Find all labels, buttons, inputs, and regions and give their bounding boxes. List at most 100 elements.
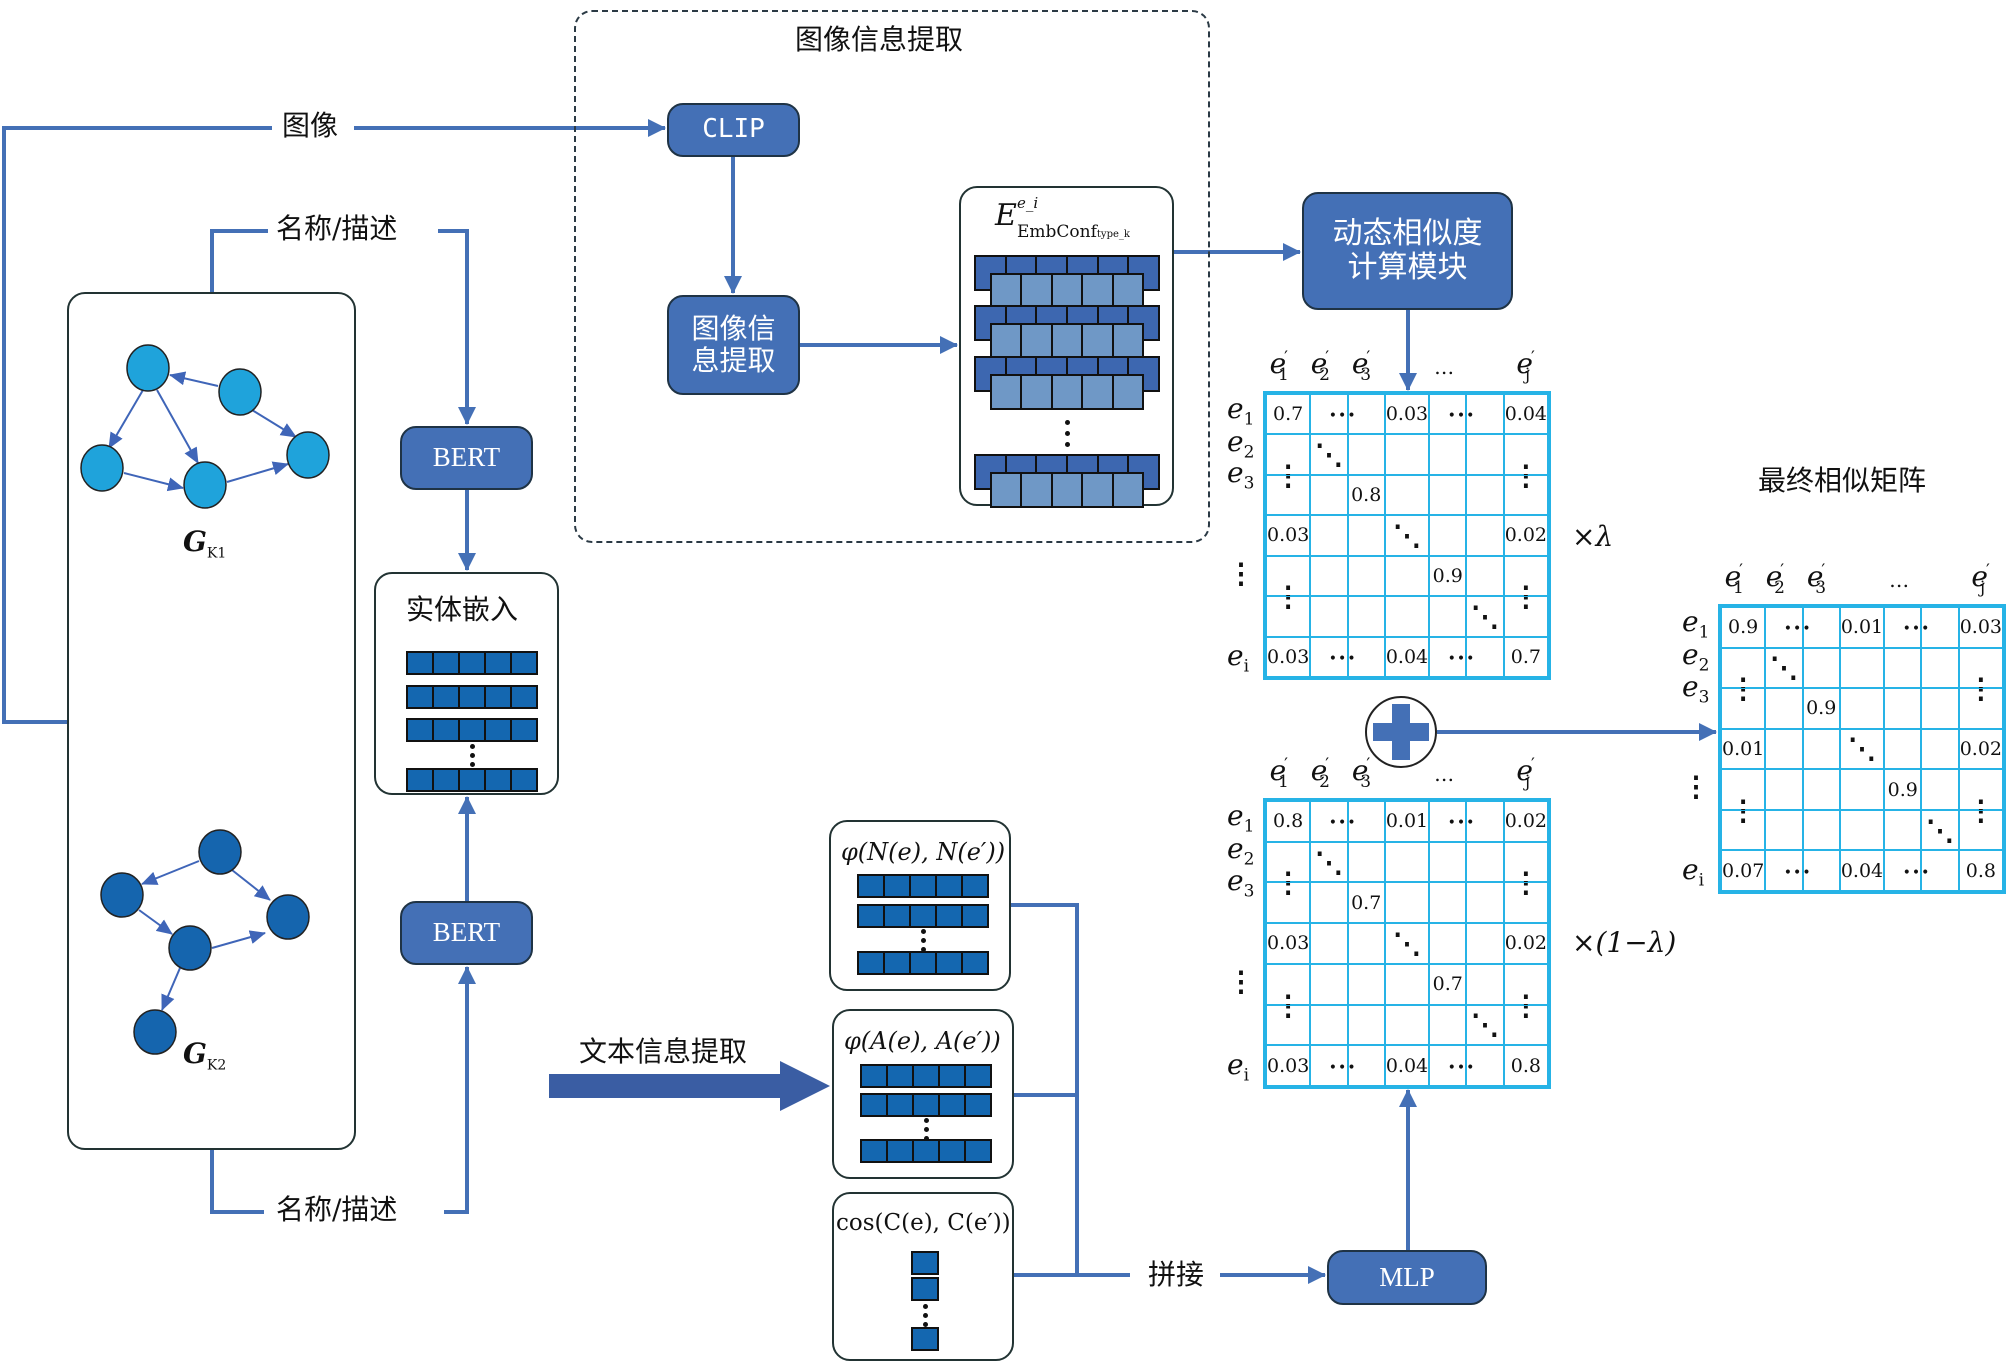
matrix-cell (1347, 1004, 1385, 1046)
entity-embedding-box: 实体嵌入 (374, 572, 559, 795)
matrix-cell (1347, 923, 1385, 964)
matrix-cell: 0.02 (1958, 728, 2003, 770)
matrix-cell (1921, 647, 1959, 689)
matrix-cell (1310, 555, 1348, 597)
matrix-cell (1266, 474, 1311, 516)
embedding-vector (406, 768, 538, 792)
matrix-cell (1802, 850, 1840, 891)
matrix-cell (1266, 1004, 1311, 1046)
matrix-cell: 0.04 (1384, 1045, 1430, 1086)
matrix-cell (1429, 841, 1467, 883)
matrix-cell (1429, 394, 1467, 435)
matrix-col-header: e′3 (1351, 754, 1372, 792)
knowledge-graph-box (67, 292, 356, 1150)
embedding-row (974, 305, 1160, 359)
feature-vector (857, 904, 989, 928)
matrix-cell (1765, 728, 1803, 770)
matrix-col-header: e′2 (1310, 347, 1330, 385)
matrix-col-header: … (1889, 568, 1910, 592)
matrix-row-header: e2 (1227, 424, 1255, 463)
matrix-cell (1958, 647, 2003, 689)
matrix-cell: 0.03 (1266, 923, 1311, 964)
matrix-cell (1765, 647, 1803, 689)
matrix-cell (1384, 434, 1430, 475)
matrix-cell (1429, 1004, 1467, 1046)
matrix-cell (1884, 647, 1922, 689)
graph-k1-edges (108, 371, 297, 492)
matrix-cell (1347, 841, 1385, 883)
name-desc-top-label: 名称/描述 (276, 212, 398, 245)
matrix-cell (1503, 555, 1548, 597)
matrix-grid: 0.70.030.040.80.030.020.90.030.040.7 (1263, 391, 1551, 680)
matrix-cell (1466, 1004, 1504, 1046)
image-extract-node[interactable]: 图像信 息提取 (667, 295, 800, 395)
diagonal-ellipsis (1315, 438, 1343, 471)
matrix-cell (1384, 963, 1430, 1005)
clip-label: CLIP (702, 114, 765, 145)
matrix-cell (1958, 688, 2003, 729)
matrix-cell (1921, 809, 1959, 851)
mlp-node[interactable]: MLP (1327, 1250, 1487, 1305)
matrix-cell (1466, 801, 1504, 842)
embedding-vector (406, 685, 538, 709)
matrix-cell (1921, 850, 1959, 891)
matrix-cell (1802, 769, 1840, 810)
matrix-cell (1384, 1004, 1430, 1046)
dynamic-similarity-module[interactable]: 动态相似度 计算模块 (1302, 192, 1513, 310)
matrix-cell (1839, 728, 1885, 770)
dynamic-line-1: 动态相似度 (1332, 215, 1483, 251)
matrix-cell (1466, 1045, 1504, 1086)
bert-top-node[interactable]: BERT (400, 426, 533, 490)
matrix-cell: 0.8 (1266, 801, 1311, 842)
matrix-cell (1266, 963, 1311, 1005)
feature-formula: φ(A(e), A(e′)) (844, 1027, 1001, 1055)
image-extraction-title: 图像信息提取 (795, 23, 964, 56)
matrix-cell (1921, 728, 1959, 770)
embedding-row (974, 356, 1160, 410)
clip-node[interactable]: CLIP (667, 103, 800, 157)
feature-vector (860, 1139, 992, 1163)
image-extract-line-2: 息提取 (691, 344, 776, 377)
matrix-cell (1839, 688, 1885, 729)
matrix-cell (1921, 607, 1959, 648)
matrix-cell (1347, 636, 1385, 677)
matrix-cell (1384, 555, 1430, 597)
graph-k2-nodes (100, 829, 310, 1055)
matrix-row-header: ⋮ (1682, 770, 1710, 804)
feature-vector (911, 1327, 939, 1351)
matrix-cell (1503, 882, 1548, 924)
matrix-cell: 0.04 (1839, 850, 1885, 891)
embedding-row (974, 454, 1160, 508)
plus-icon-v (1392, 704, 1410, 760)
name-desc-top-wire-right (438, 229, 476, 425)
graph-k2-edges (138, 860, 271, 1011)
matrix-cell (1347, 515, 1385, 556)
matrix-cell (1429, 596, 1467, 637)
matrix-cell (1466, 555, 1504, 597)
bert-top-label: BERT (432, 442, 501, 473)
matrix-cell: 0.02 (1503, 801, 1548, 842)
matrix-cell (1765, 850, 1803, 891)
matrix-cell (1266, 882, 1311, 924)
feature-bus (1011, 903, 1130, 1277)
graph-k1-nodes (80, 344, 330, 509)
feature-vector (911, 1251, 939, 1275)
matrix-cell: 0.02 (1503, 515, 1548, 556)
text-extract-label: 文本信息提取 (579, 1035, 748, 1068)
matrix-row-header: e2 (1682, 638, 1710, 676)
matrix-cell (1347, 555, 1385, 597)
matrix-cell (1503, 434, 1548, 475)
matrix-cell (1429, 515, 1467, 556)
bert-bottom-node[interactable]: BERT (400, 901, 533, 965)
matrix-grid: 0.80.010.020.70.030.020.70.030.040.8 (1263, 798, 1551, 1089)
matrix-cell: 0.03 (1384, 394, 1430, 435)
matrix-cell (1266, 841, 1311, 883)
final-matrix-title: 最终相似矩阵 (1758, 464, 1927, 497)
matrix-cell (1384, 474, 1430, 516)
text-matrix-multiplier: ×(1−λ) (1572, 926, 1677, 959)
name-desc-bottom-wire-right (444, 966, 476, 1214)
matrix-grid: 0.90.010.030.90.010.020.90.070.040.8 (1718, 604, 2006, 894)
matrix-cell (1884, 607, 1922, 648)
matrix-col-header: e′1 (1269, 347, 1289, 385)
